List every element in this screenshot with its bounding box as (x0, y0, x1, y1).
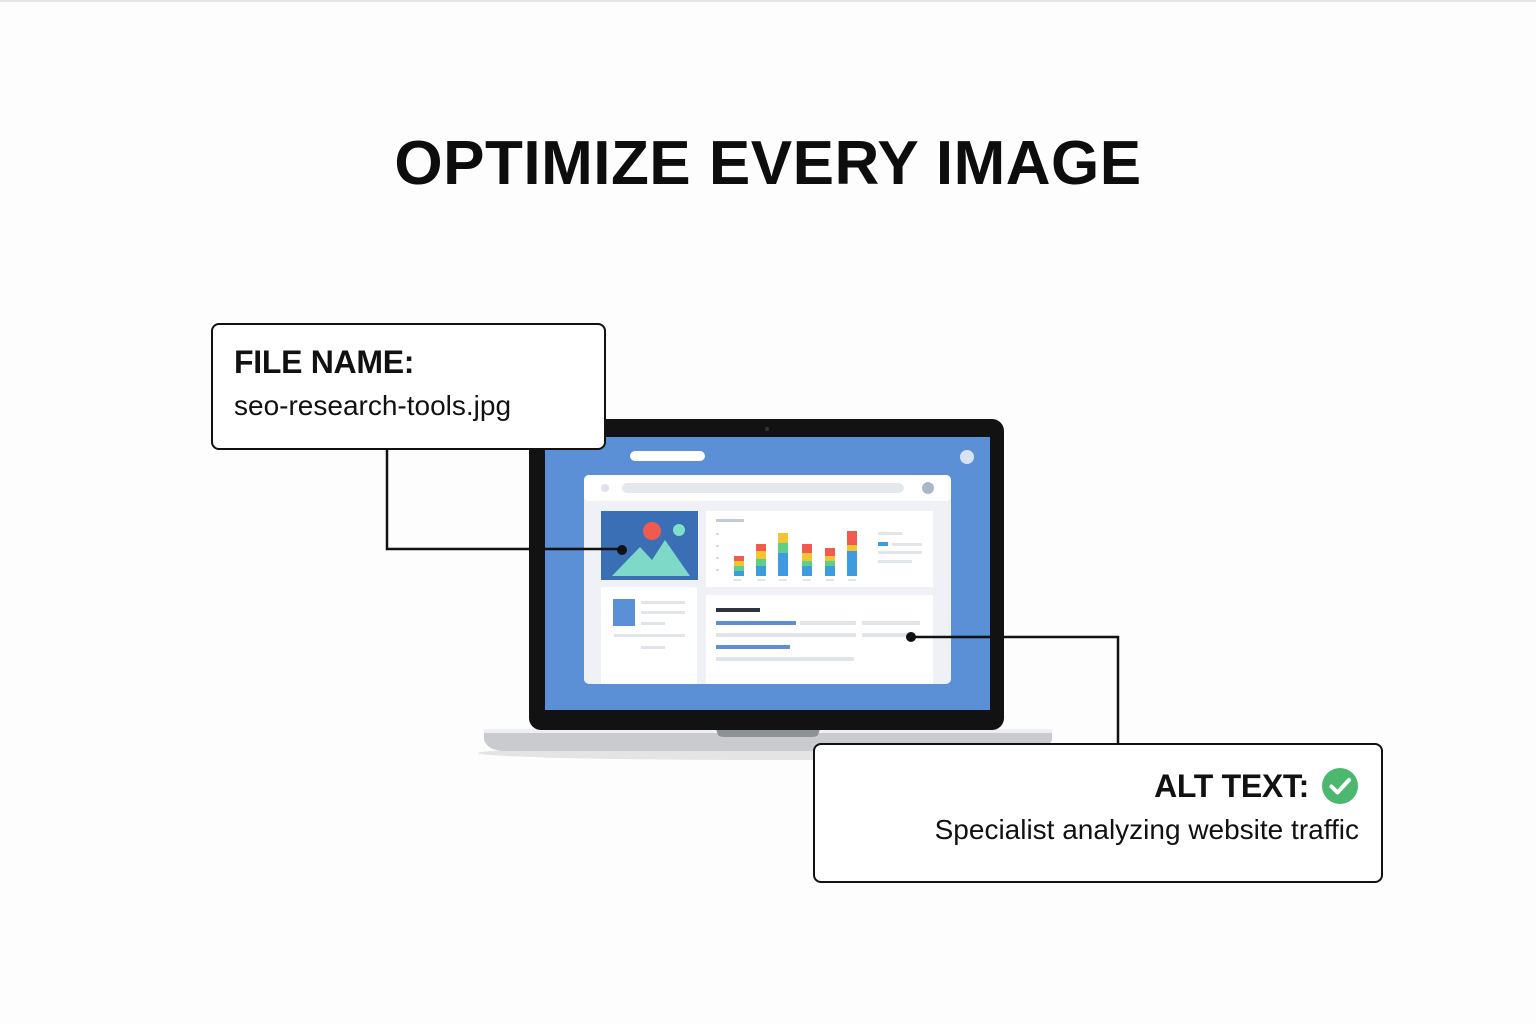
document-icon (613, 599, 635, 626)
browser-menu-icon (922, 482, 934, 494)
file-name-value: seo-research-tools.jpg (234, 390, 512, 422)
laptop-camera (765, 427, 769, 431)
image-mountain-icon (612, 540, 690, 576)
file-name-anchor-dot (617, 545, 627, 555)
address-bar (622, 483, 904, 493)
file-name-heading: FILE NAME: (234, 344, 415, 380)
screen-profile-icon (960, 450, 974, 464)
mini-bar-chart (734, 531, 857, 576)
page-title: OPTIMIZE EVERY IMAGE (394, 129, 1142, 198)
alt-text-connector (911, 635, 1120, 743)
image-moon-icon (673, 524, 685, 536)
file-name-callout: FILE NAME: seo-research-tools.jpg (211, 323, 606, 450)
alt-text-callout: ALT TEXT: Specialist analyzing website t… (813, 743, 1383, 883)
laptop-notch (716, 729, 820, 737)
file-name-connector (385, 450, 622, 551)
check-circle-icon (1322, 768, 1358, 805)
alt-text-anchor-dot (906, 632, 916, 642)
chart-legend (878, 532, 902, 535)
browser-dot-icon (601, 484, 609, 492)
image-sun-icon (643, 522, 661, 540)
top-divider (0, 0, 1536, 2)
alt-text-heading: ALT TEXT: (1154, 768, 1309, 804)
screen-logo-bar (630, 451, 705, 461)
alt-text-value: Specialist analyzing website traffic (934, 814, 1359, 846)
